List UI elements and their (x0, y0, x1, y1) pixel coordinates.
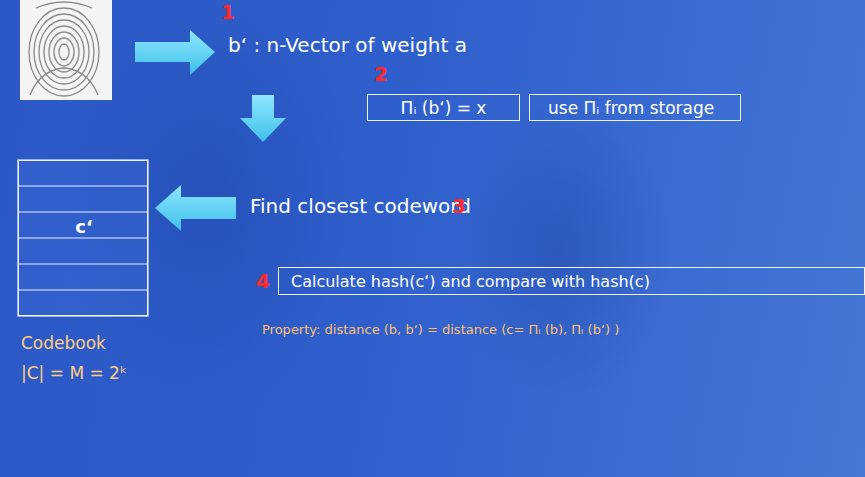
callout-number: 1 (221, 0, 235, 24)
right-arrow (135, 30, 215, 75)
step-label: Find closest codeword (250, 194, 471, 218)
fingerprint (20, 0, 112, 100)
down-arrow (240, 95, 286, 142)
callout-number: 3 (452, 194, 466, 218)
node-text: c‘ (75, 216, 93, 237)
codebook-caption: |C| = M = 2ᵏ (21, 363, 127, 383)
process-box: Πᵢ (b‘) = x (367, 94, 520, 121)
process-box: use Πᵢ from storage (529, 94, 741, 121)
left-arrow (155, 185, 236, 231)
process-box: Calculate hash(c‘) and compare with hash… (278, 267, 865, 295)
node-text: Πᵢ (b‘) = x (401, 98, 487, 118)
input-vector-label: b‘ : n-Vector of weight a (228, 33, 467, 57)
codeword-row: c‘ (19, 213, 149, 240)
node-text: Calculate hash(c‘) and compare with hash… (291, 272, 650, 291)
codebook-table: Codebook|C| = M = 2ᵏc‘ (18, 160, 148, 316)
codebook-rows (18, 160, 148, 316)
codebook-caption: Codebook (21, 333, 106, 353)
portrait-shade (450, 100, 670, 400)
callout-number: 2 (374, 62, 388, 86)
property-note: Property: distance (b, b‘) = distance (c… (262, 322, 619, 337)
callout-number: 4 (256, 269, 270, 293)
node-text: use Πᵢ from storage (548, 98, 714, 118)
